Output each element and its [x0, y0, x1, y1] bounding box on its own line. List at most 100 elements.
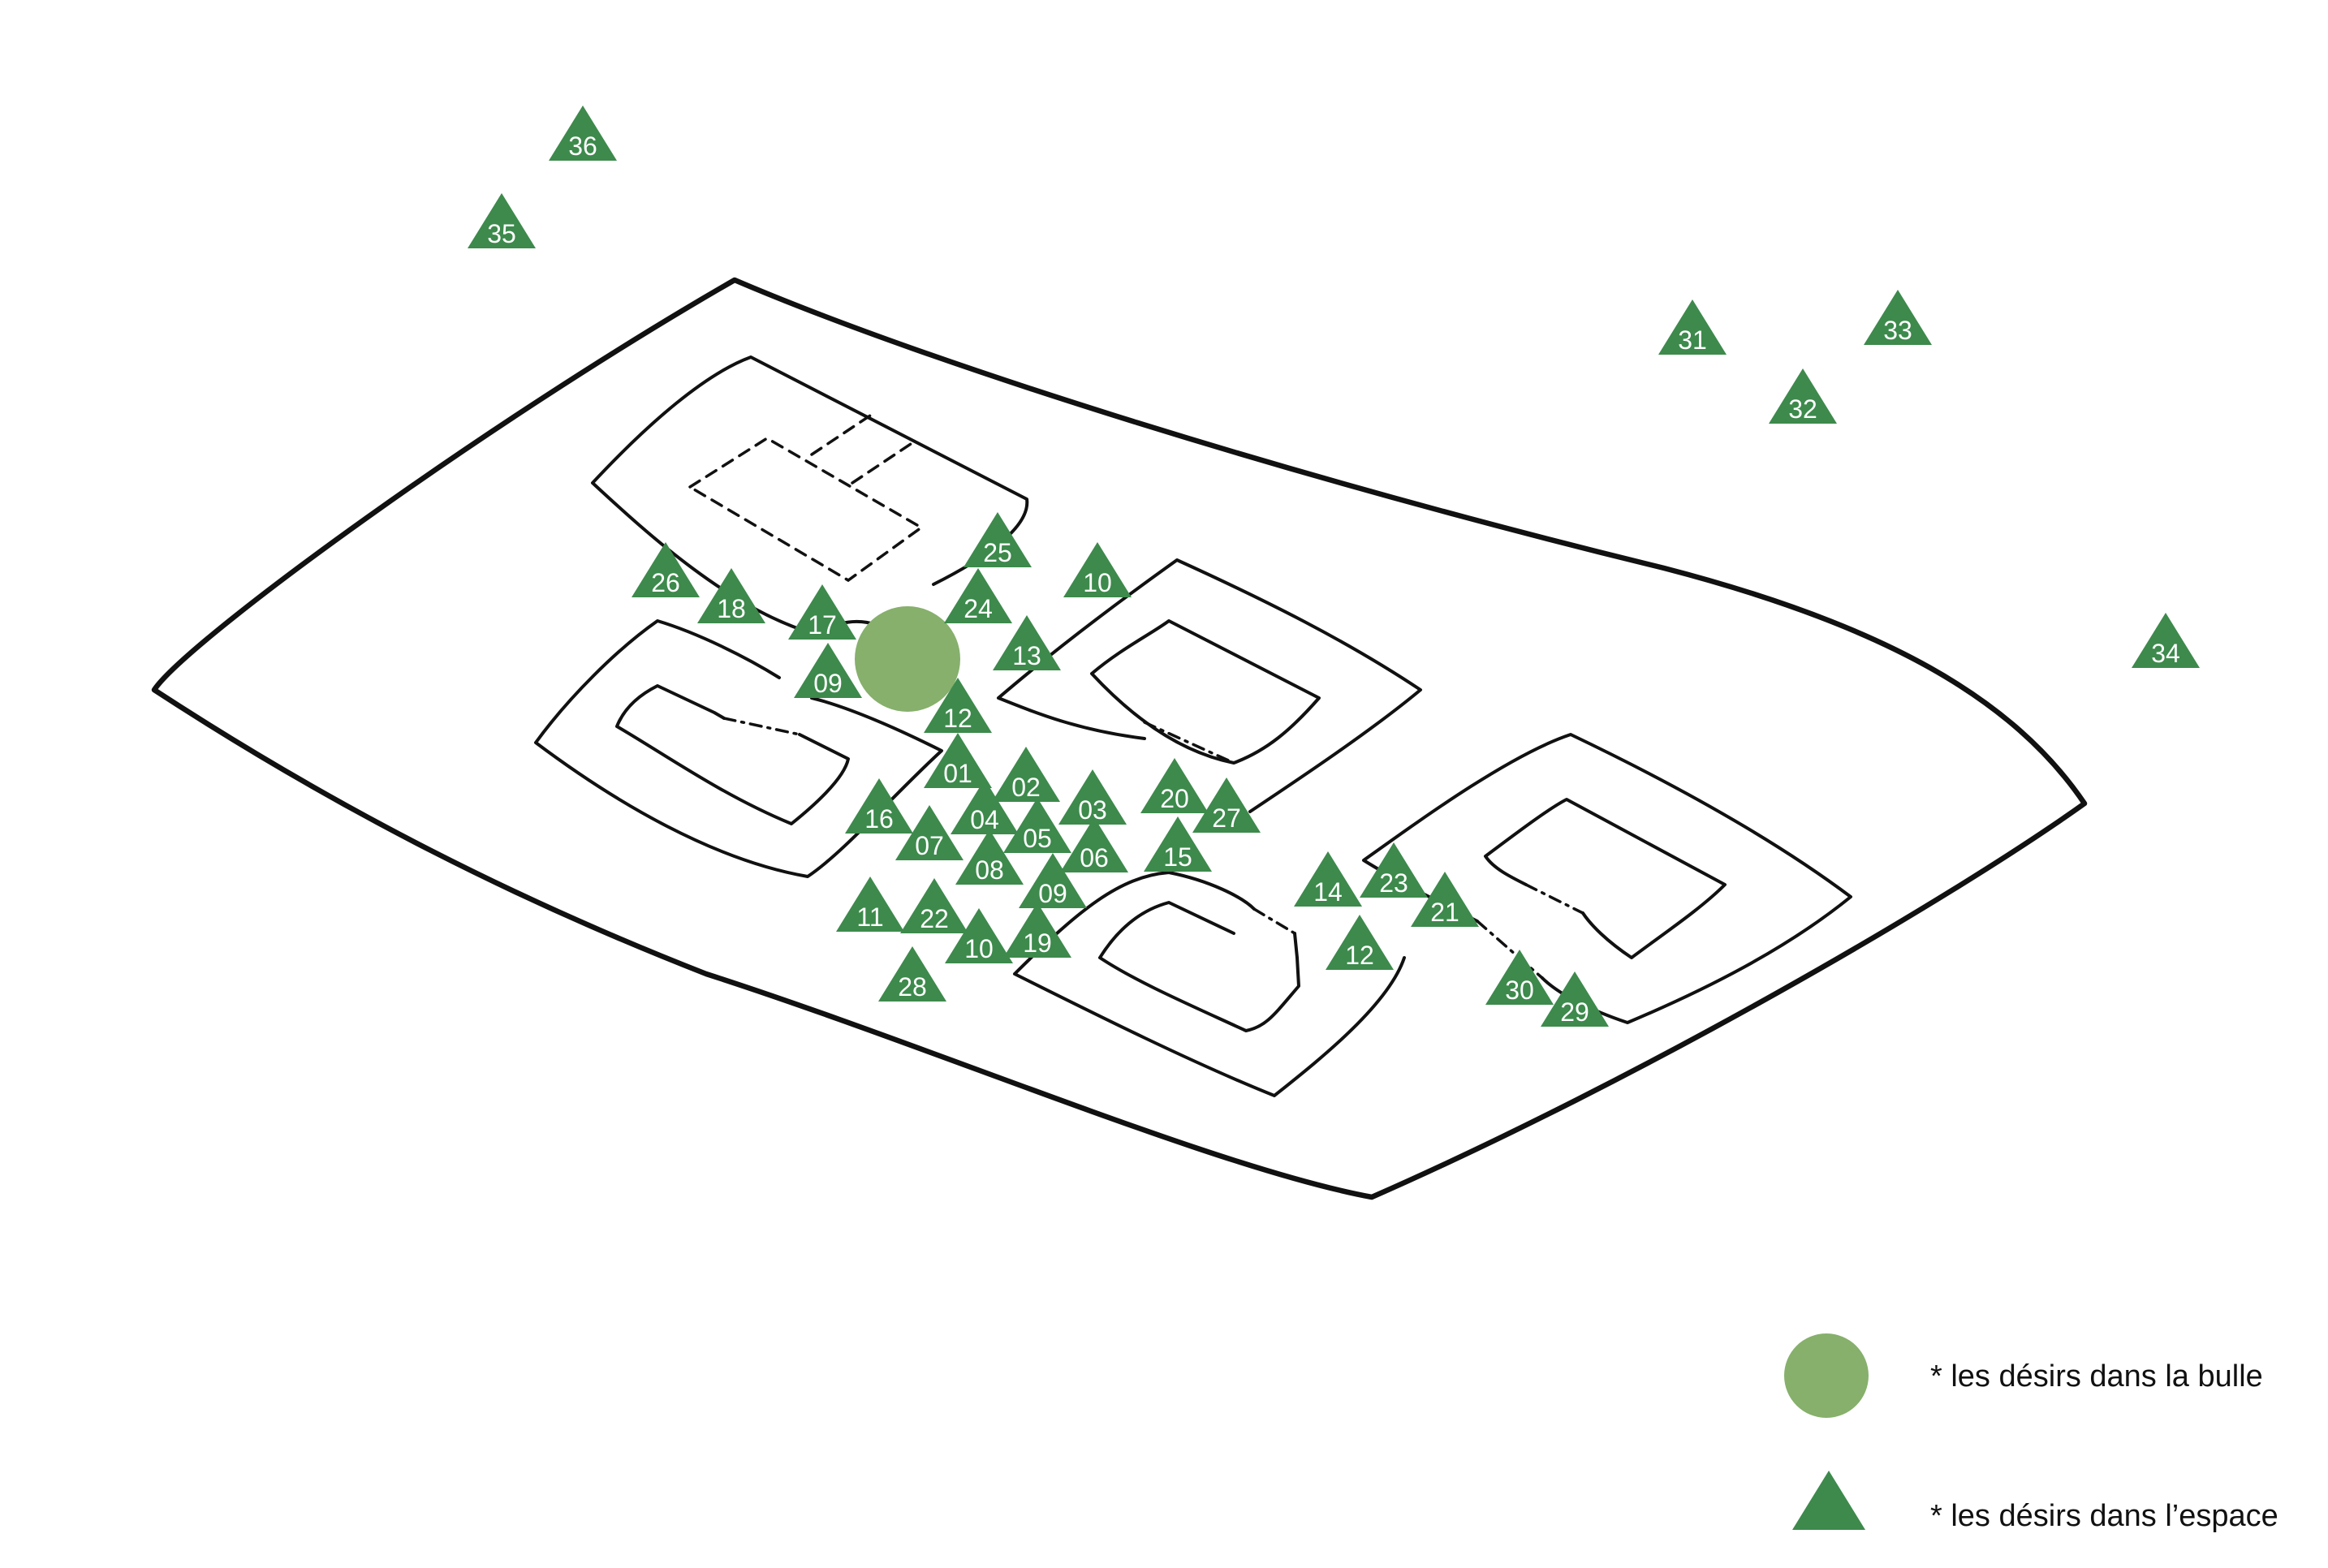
marker-label: 12 — [943, 704, 972, 733]
marker-label: 09 — [813, 669, 843, 698]
marker-19: 19 — [1003, 902, 1071, 958]
marker-label: 22 — [920, 904, 949, 933]
marker-20: 20 — [1140, 758, 1209, 813]
triangle-icon — [924, 733, 992, 788]
marker-label: 16 — [864, 804, 894, 834]
marker-label: 14 — [1313, 877, 1343, 907]
triangle-icon — [944, 568, 1012, 623]
triangle-icon — [955, 829, 1024, 885]
marker-30: 30 — [1485, 950, 1554, 1005]
marker-label: 34 — [2151, 639, 2180, 668]
marker-label: 18 — [717, 594, 746, 623]
marker-09: 09 — [1019, 853, 1087, 908]
marker-18: 18 — [697, 568, 765, 623]
triangle-icon — [1192, 778, 1261, 833]
marker-07: 07 — [895, 805, 964, 860]
marker-33: 33 — [1864, 290, 1932, 345]
marker-12: 12 — [924, 678, 992, 733]
marker-label: 13 — [1012, 641, 1041, 670]
marker-label: 27 — [1212, 803, 1241, 833]
triangle-icon — [1658, 299, 1727, 355]
marker-15: 15 — [1144, 816, 1212, 872]
marker-label: 07 — [915, 831, 944, 860]
triangle-icon — [1003, 902, 1071, 958]
triangle-icon — [1060, 817, 1128, 872]
triangle-icon — [845, 778, 913, 834]
triangle-icon — [964, 512, 1032, 567]
triangle-icon — [1003, 798, 1071, 853]
marker-09: 09 — [794, 643, 862, 698]
triangle-icon — [1411, 872, 1479, 927]
marker-17: 17 — [788, 584, 856, 640]
marker-label: 35 — [487, 219, 516, 248]
building-left — [534, 619, 943, 878]
building-bottom — [1013, 871, 1406, 1097]
marker-21: 21 — [1411, 872, 1479, 927]
marker-13: 13 — [993, 615, 1061, 670]
marker-label: 29 — [1560, 997, 1589, 1027]
triangle-icon — [468, 193, 536, 248]
marker-label: 24 — [964, 594, 993, 623]
triangle-icon — [951, 779, 1019, 834]
triangle-icon — [1144, 816, 1212, 872]
triangle-icon — [993, 615, 1061, 670]
marker-label: 30 — [1505, 976, 1534, 1005]
marker-28: 28 — [878, 946, 946, 1002]
marker-label: 36 — [568, 131, 597, 161]
triangle-icon — [1294, 851, 1362, 907]
marker-label: 05 — [1023, 824, 1052, 853]
triangle-icon — [992, 747, 1060, 802]
legend-space-label: * les désirs dans l’espace — [1930, 1499, 2278, 1533]
marker-label: 33 — [1883, 316, 1912, 345]
marker-03: 03 — [1058, 769, 1127, 825]
marker-26: 26 — [632, 542, 700, 597]
marker-label: 28 — [898, 972, 927, 1002]
marker-34: 34 — [2132, 613, 2200, 668]
marker-label: 15 — [1163, 842, 1192, 872]
triangle-icon — [697, 568, 765, 623]
triangle-icon — [788, 584, 856, 640]
marker-31: 31 — [1658, 299, 1727, 355]
marker-06: 06 — [1060, 817, 1128, 872]
marker-label: 03 — [1078, 795, 1107, 825]
triangle-icon — [549, 106, 617, 161]
marker-10: 10 — [1063, 542, 1132, 597]
marker-label: 11 — [856, 902, 883, 932]
marker-02: 02 — [992, 747, 1060, 802]
triangle-icon — [1864, 290, 1932, 345]
triangle-icon — [1541, 971, 1609, 1027]
marker-label: 10 — [964, 934, 994, 963]
triangle-icon — [1140, 758, 1209, 813]
marker-01: 01 — [924, 733, 992, 788]
marker-label: 08 — [975, 855, 1004, 885]
marker-27: 27 — [1192, 778, 1261, 833]
building-center — [997, 558, 1422, 813]
marker-label: 26 — [651, 568, 680, 597]
marker-label: 02 — [1011, 773, 1041, 802]
triangle-icon — [1063, 542, 1132, 597]
marker-label: 20 — [1160, 784, 1189, 813]
triangle-icon — [794, 643, 862, 698]
marker-label: 09 — [1038, 879, 1067, 908]
marker-29: 29 — [1541, 971, 1609, 1027]
marker-label: 31 — [1678, 325, 1707, 355]
triangle-icon — [924, 678, 992, 733]
marker-08: 08 — [955, 829, 1024, 885]
triangle-icon — [1769, 368, 1837, 424]
marker-label: 25 — [983, 538, 1012, 567]
marker-label: 12 — [1345, 941, 1374, 970]
marker-11: 11 — [836, 877, 904, 932]
marker-14: 14 — [1294, 851, 1362, 907]
marker-label: 06 — [1080, 843, 1109, 872]
triangle-icon — [895, 805, 964, 860]
marker-05: 05 — [1003, 798, 1071, 853]
legend: * les désirs dans la bulle * les désirs … — [1784, 1333, 2278, 1533]
marker-10: 10 — [945, 908, 1013, 963]
triangle-icon — [900, 878, 968, 933]
triangle-icon — [2132, 613, 2200, 668]
marker-label: 04 — [970, 805, 999, 834]
marker-label: 23 — [1379, 868, 1408, 898]
triangle-icon — [945, 908, 1013, 963]
